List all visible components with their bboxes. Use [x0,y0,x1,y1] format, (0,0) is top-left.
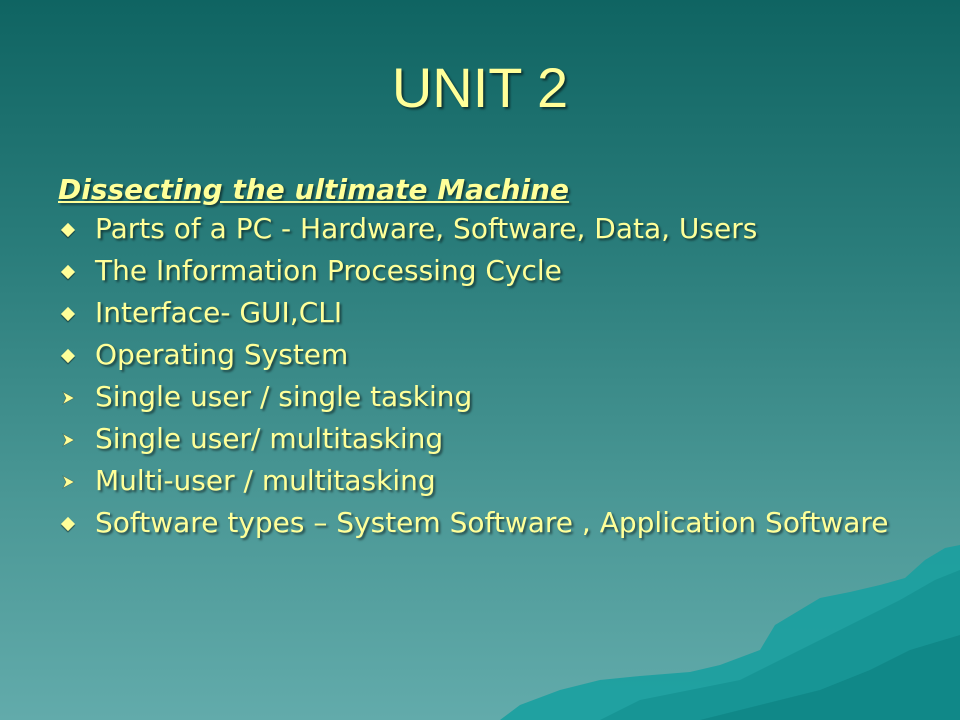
list-item-text: Single user / single tasking [95,380,473,413]
list-item: Single user / single tasking [58,380,918,414]
arrow-icon [60,432,76,448]
list-item-text: Parts of a PC - Hardware, Software, Data… [95,212,758,245]
diamond-icon [60,222,76,238]
list-item-text: Multi-user / multitasking [95,464,436,497]
diamond-icon [60,306,76,322]
arrow-icon [60,474,76,490]
list-item: Operating System [58,338,918,372]
list-item-text: Single user/ multitasking [95,422,444,455]
bullet-list: Parts of a PC - Hardware, Software, Data… [58,212,918,540]
diamond-icon [60,516,76,532]
list-item: The Information Processing Cycle [58,254,918,288]
slide-subtitle: Dissecting the ultimate Machine [58,173,570,206]
list-item: Multi-user / multitasking [58,464,918,498]
diamond-icon [60,348,76,364]
diamond-icon [60,264,76,280]
list-item-text: Operating System [95,338,349,371]
list-item-text: The Information Processing Cycle [95,254,562,287]
list-item: Parts of a PC - Hardware, Software, Data… [58,212,918,246]
slide-title: UNIT 2 [391,56,569,119]
list-item-text: Interface- GUI,CLI [95,296,343,329]
slide-content: Dissecting the ultimate Machine Parts of… [58,170,918,548]
list-item: Single user/ multitasking [58,422,918,456]
list-item: Interface- GUI,CLI [58,296,918,330]
list-item-text: Software types – System Software , Appli… [95,506,889,539]
arrow-icon [60,390,76,406]
list-item: Software types – System Software , Appli… [58,506,918,540]
